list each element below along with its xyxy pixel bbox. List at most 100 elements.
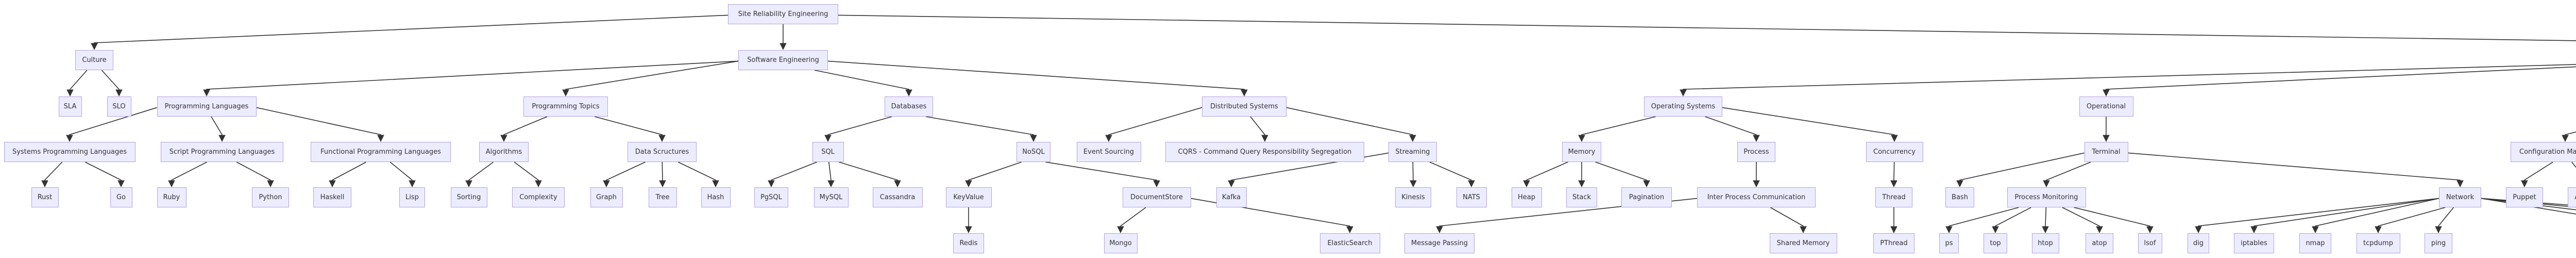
edge-operations--operating-systems bbox=[1680, 64, 2576, 97]
node-atop: atop bbox=[2086, 233, 2113, 253]
edge-operating-systems--memory bbox=[1578, 116, 1656, 142]
node-rust: Rust bbox=[31, 187, 59, 207]
edge-nosql--documentstore bbox=[1045, 162, 1160, 188]
edge-culture--slo bbox=[101, 70, 123, 97]
node-ps: ps bbox=[1939, 233, 1959, 253]
edge-network--dig bbox=[2195, 198, 2439, 234]
node-cassandra: Cassandra bbox=[872, 187, 923, 207]
edge-sql--pgsql bbox=[768, 162, 817, 188]
edge-operating-systems--concurrency bbox=[1722, 107, 1898, 142]
node-keyvalue: KeyValue bbox=[945, 187, 992, 207]
edge-documentstore--mongo bbox=[1117, 207, 1146, 234]
node-ansible: Ansible bbox=[2568, 187, 2576, 207]
edge-process-monitoring--top bbox=[1992, 207, 2031, 234]
node-mysql: MySQL bbox=[814, 187, 849, 207]
edge-programming-topics--algorithms bbox=[500, 116, 548, 142]
edge-terminal--bash bbox=[1956, 152, 2084, 188]
node-sla: SLA bbox=[58, 96, 82, 117]
node-pagination: Pagination bbox=[1621, 187, 1672, 207]
edge-operations--operational bbox=[2103, 66, 2576, 97]
edge-sql--mysql bbox=[827, 162, 835, 188]
edge-configuration-management--ansible bbox=[2571, 162, 2576, 168]
edge-software-engineering--programming-languages bbox=[203, 60, 739, 97]
edge-sql--cassandra bbox=[839, 162, 901, 188]
edge-process-monitoring--htop bbox=[2042, 207, 2049, 234]
edge-operating-systems--process bbox=[1705, 116, 1760, 142]
edge-network--tcpdump bbox=[2375, 207, 2446, 234]
node-python: Python bbox=[252, 187, 289, 207]
edge-site-reliability-engineering--culture bbox=[91, 14, 728, 51]
node-pgsql: PgSQL bbox=[754, 187, 788, 207]
node-programming-languages: Programming Languages bbox=[157, 96, 257, 117]
edge-data-scructures--tree bbox=[659, 162, 666, 188]
edge-data-scructures--graph bbox=[603, 162, 646, 188]
node-lsof: lsof bbox=[2138, 233, 2162, 253]
edge-process-monitoring--atop bbox=[2062, 207, 2103, 234]
node-graph: Graph bbox=[590, 187, 623, 207]
node-process: Process bbox=[1737, 142, 1775, 162]
node-inter-process-communication: Inter Process Communication bbox=[1697, 187, 1816, 207]
node-tree: Tree bbox=[648, 187, 677, 207]
node-mongo: Mongo bbox=[1104, 233, 1138, 253]
node-shared-memory: Shared Memory bbox=[1769, 233, 1837, 253]
node-databases: Databases bbox=[885, 96, 933, 117]
node-script-programming-languages: Script Programming Languages bbox=[161, 142, 283, 162]
edge-functional-programming-languages--haskell bbox=[329, 162, 367, 188]
edge-infrastructure-as-code--configuration-management bbox=[2562, 131, 2576, 142]
edge-algorithms--sorting bbox=[465, 162, 494, 188]
node-distributed-systems: Distributed Systems bbox=[1202, 96, 1286, 117]
edge-network--nmap bbox=[2312, 198, 2439, 234]
edge-terminal--process-monitoring bbox=[2043, 162, 2091, 188]
node-streaming: Streaming bbox=[1388, 142, 1437, 162]
node-nats: NATS bbox=[1456, 187, 1487, 207]
node-kafka: Kafka bbox=[1216, 187, 1247, 207]
node-redis: Redis bbox=[953, 233, 984, 253]
edge-distributed-systems--event-sourcing bbox=[1105, 107, 1202, 142]
node-documentstore: DocumentStore bbox=[1122, 187, 1191, 207]
node-concurrency: Concurrency bbox=[1866, 142, 1923, 162]
edge-programming-topics--data-scructures bbox=[594, 116, 666, 142]
node-sql: SQL bbox=[812, 142, 844, 162]
node-operating-systems: Operating Systems bbox=[1644, 96, 1722, 117]
edge-distributed-systems--cqrs-command-query-responsibility-segregation bbox=[1250, 116, 1268, 142]
node-hash: Hash bbox=[701, 187, 731, 207]
node-lisp: Lisp bbox=[399, 187, 425, 207]
edge-memory--heap bbox=[1523, 162, 1568, 188]
node-algorithms: Algorithms bbox=[479, 142, 529, 162]
edge-process-monitoring--lsof bbox=[2074, 207, 2154, 234]
edge-network--traceroute bbox=[2481, 198, 2576, 211]
node-heap: Heap bbox=[1511, 187, 1542, 207]
node-process-monitoring: Process Monitoring bbox=[2007, 187, 2086, 207]
node-stack: Stack bbox=[1566, 187, 1597, 207]
edge-software-engineering--distributed-systems bbox=[827, 60, 1248, 97]
edge-network--iptables bbox=[2250, 198, 2439, 234]
edge-streaming--nats bbox=[1429, 162, 1475, 188]
edge-network--mtr bbox=[2481, 198, 2576, 215]
node-complexity: Complexity bbox=[512, 187, 565, 207]
edge-script-programming-languages--ruby bbox=[168, 162, 207, 188]
node-functional-programming-languages: Functional Programming Languages bbox=[311, 142, 451, 162]
node-message-passing: Message Passing bbox=[1404, 233, 1475, 253]
node-operational: Operational bbox=[2079, 96, 2133, 117]
node-htop: htop bbox=[2031, 233, 2059, 253]
edge-nosql--keyvalue bbox=[965, 162, 1022, 188]
edge-process-monitoring--ps bbox=[1945, 207, 2019, 234]
node-nosql: NoSQL bbox=[1016, 142, 1050, 162]
node-network: Network bbox=[2439, 187, 2481, 207]
node-nmap: nmap bbox=[2299, 233, 2331, 253]
node-configuration-management: Configuration Management bbox=[2510, 142, 2576, 162]
node-bash: Bash bbox=[1945, 187, 1974, 207]
node-site-reliability-engineering: Site Reliability Engineering bbox=[728, 4, 838, 24]
node-pthread: PThread bbox=[1873, 233, 1914, 253]
node-kinesis: Kinesis bbox=[1395, 187, 1431, 207]
edge-systems-programming-languages--rust bbox=[41, 162, 63, 188]
edge-data-scructures--hash bbox=[677, 162, 719, 188]
edge-documentstore--elasticsearch bbox=[1191, 198, 1353, 234]
edge-configuration-management--puppet bbox=[2521, 162, 2553, 188]
node-software-engineering: Software Engineering bbox=[738, 50, 828, 70]
node-dig: dig bbox=[2188, 233, 2209, 253]
edge-software-engineering--databases bbox=[814, 70, 912, 97]
edge-systems-programming-languages--go bbox=[84, 162, 125, 188]
